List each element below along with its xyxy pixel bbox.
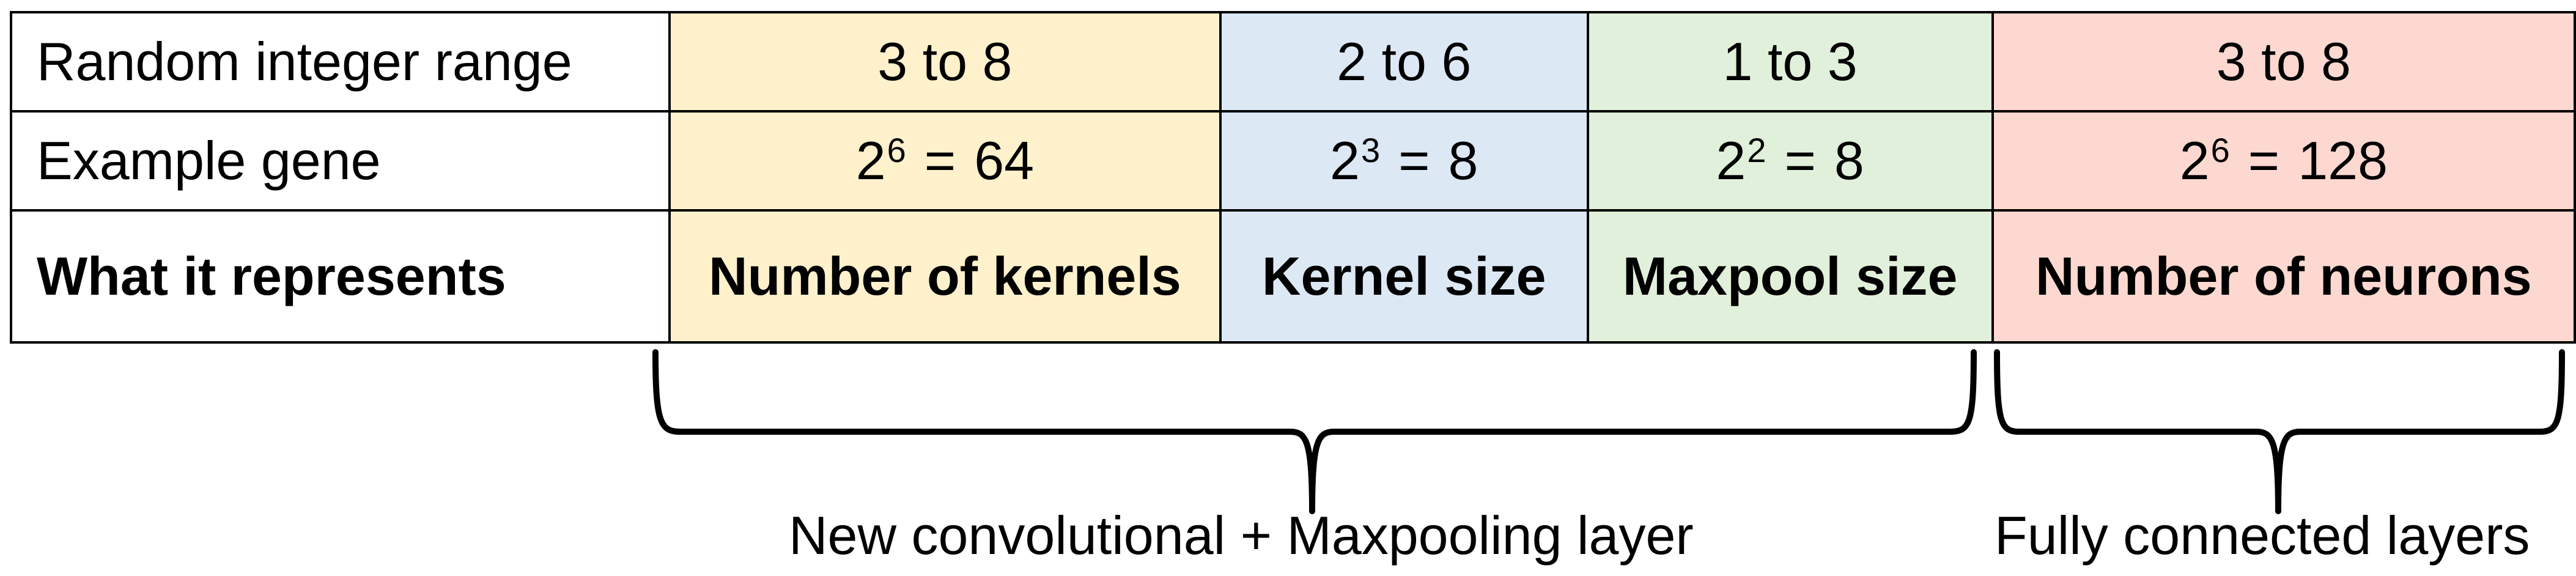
gene-power: 22 (1716, 131, 1766, 188)
gene-exponent: 6 (887, 131, 906, 169)
gene-neurons-cell: 26 = 128 (1991, 110, 2576, 212)
gene-maxpool-cell: 22 = 8 (1586, 110, 1994, 212)
gene-power: 26 (2180, 131, 2230, 188)
gene-table: Random integer range 3 to 8 2 to 6 1 to … (10, 11, 2576, 344)
table-row-represents: What it represents Number of kernels Ker… (10, 209, 2576, 344)
gene-exponent: 6 (2210, 131, 2230, 169)
gene-result: 8 (1834, 130, 1864, 191)
gene-base: 2 (855, 130, 886, 191)
represents-kernels-cell: Number of kernels (668, 209, 1222, 344)
gene-kernels-cell: 26 = 64 (668, 110, 1222, 212)
conv-layer-brace (652, 349, 1977, 514)
fc-layer-caption: Fully connected layers (1995, 505, 2530, 566)
gene-equals: = (924, 130, 956, 191)
row-label-gene: Example gene (10, 110, 671, 212)
gene-equals: = (1398, 130, 1430, 191)
represents-neurons-cell: Number of neurons (1991, 209, 2576, 344)
represents-kernel-size-cell: Kernel size (1219, 209, 1589, 344)
gene-base: 2 (2179, 130, 2210, 191)
gene-equals: = (2248, 130, 2280, 191)
conv-layer-caption: New convolutional + Maxpooling layer (789, 505, 1694, 566)
range-maxpool-cell: 1 to 3 (1586, 11, 1994, 113)
row-label-range: Random integer range (10, 11, 671, 113)
represents-maxpool-cell: Maxpool size (1586, 209, 1994, 344)
row-label-represents: What it represents (10, 209, 671, 344)
gene-exponent: 2 (1747, 131, 1766, 169)
gene-result: 8 (1448, 130, 1478, 191)
gene-base: 2 (1716, 130, 1746, 191)
gene-power: 26 (856, 131, 906, 188)
table-row-gene: Example gene 26=64 23=8 22=8 26=128 (10, 110, 2576, 212)
range-neurons-cell: 3 to 8 (1991, 11, 2576, 113)
range-kernel-size-cell: 2 to 6 (1219, 11, 1589, 113)
range-kernels-cell: 3 to 8 (668, 11, 1222, 113)
gene-kernel-size-cell: 23 = 8 (1219, 110, 1589, 212)
table-row-range: Random integer range 3 to 8 2 to 6 1 to … (10, 11, 2576, 113)
gene-base: 2 (1330, 130, 1360, 191)
gene-result: 128 (2298, 130, 2388, 191)
gene-exponent: 3 (1360, 131, 1381, 169)
gene-equals: = (1784, 130, 1816, 191)
gene-result: 64 (974, 130, 1035, 191)
gene-power: 23 (1330, 131, 1381, 188)
fc-layer-brace (1994, 349, 2565, 514)
